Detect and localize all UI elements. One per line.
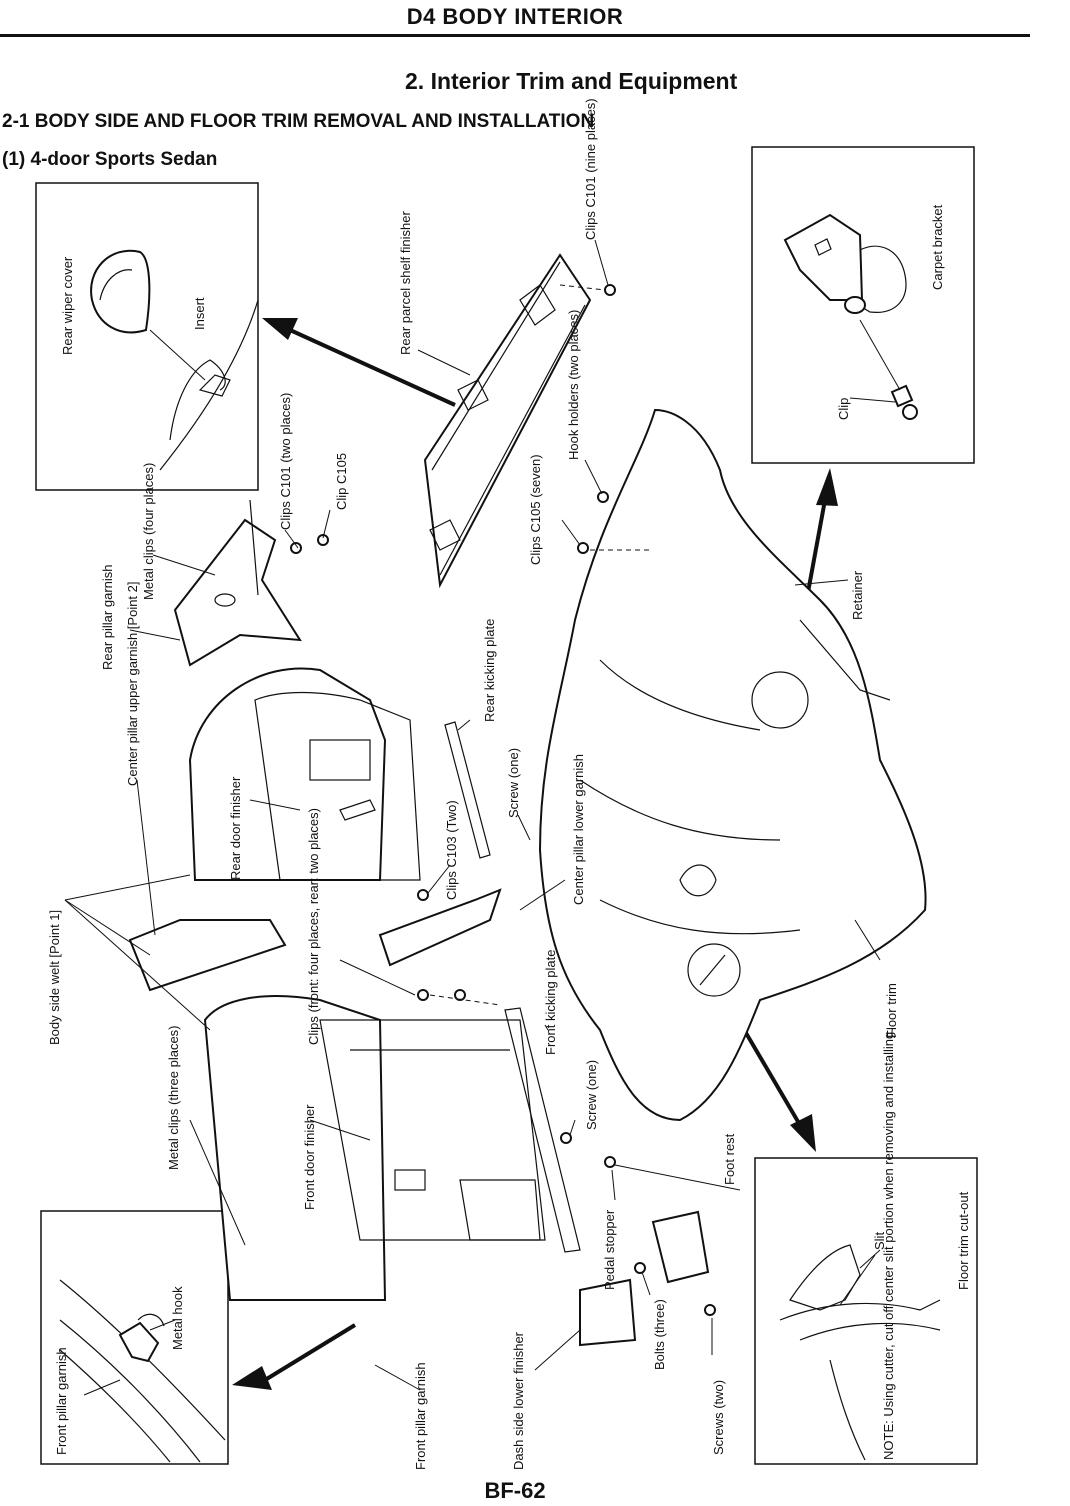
center-pillar-drawing [128,721,581,1253]
label-slit: Slit [872,1232,887,1250]
label-screw-one-upper: Screw (one) [506,748,521,818]
label-clips-c103-two: Clips C103 (Two) [444,800,459,900]
leader-lines [64,239,881,1396]
label-metal-hook: Metal hook [170,1286,185,1350]
floor-trim-drawing [538,408,927,1122]
label-screws-two: Screws (two) [711,1380,726,1455]
label-carpet-bracket: Carpet bracket [930,204,945,290]
label-rear-pillar-garnish: Rear pillar garnish [100,565,115,671]
rear-parcel-shelf-finisher-drawing [423,253,616,589]
inset-rear-wiper-cover [35,182,259,491]
label-pedal-stopper: Pedal stopper [602,1209,617,1290]
front-door-drawing [203,995,546,1301]
label-metal-clips-four: Metal clips (four places) [141,463,156,600]
inset-floor-trim-cutout [754,1157,978,1465]
label-screw-one-lower: Screw (one) [584,1060,599,1130]
model-title: (1) 4-door Sports Sedan [2,149,218,170]
fastener-drawings [417,491,716,1347]
label-rear-parcel-shelf-finisher: Rear parcel shelf finisher [398,211,413,355]
label-metal-clips-three: Metal clips (three places) [166,1026,181,1171]
rear-door-drawing [188,667,421,881]
label-dash-side-lower-finisher: Dash side lower finisher [511,1331,526,1470]
label-floor-trim-cutout: Floor trim cut-out [956,1191,971,1290]
label-center-pillar-upper-garnish: Center pillar upper garnish [Point 2] [125,581,140,786]
label-front-pillar-garnish-detail: Front pillar garnish [54,1347,69,1455]
cutout-detail-drawing [779,1244,941,1461]
label-body-side-welt: Body side welt [Point 1] [47,910,62,1045]
header-rule [0,34,1030,37]
label-note: NOTE: Using cutter, cut off center slit … [881,1028,896,1460]
label-clips-c101-nine: Clips C101 (nine places) [583,98,598,240]
label-clips-front-rear: Clips (front: four places, rear: two pla… [306,808,321,1045]
rear-pillar-garnish-drawing [173,499,329,667]
label-foot-rest: Foot rest [722,1133,737,1185]
label-front-pillar-garnish: Front pillar garnish [413,1362,428,1470]
label-rear-kicking-plate: Rear kicking plate [482,619,497,722]
rear-wiper-cover-drawing [90,249,259,471]
label-front-kicking-plate: Front kicking plate [543,950,558,1056]
label-clips-c105-seven: Clips C105 (seven) [528,454,543,565]
label-clips-c101-two: Clips C101 (two places) [278,393,293,530]
label-retainer: Retainer [850,570,865,620]
page-number: BF-62 [484,1478,546,1503]
section-title: 2. Interior Trim and Equipment [405,68,738,94]
label-floor-trim: Floor trim [884,983,899,1038]
label-rear-door-finisher: Rear door finisher [228,776,243,880]
label-center-pillar-lower-garnish: Center pillar lower garnish [571,754,586,905]
carpet-bracket-drawing [783,213,918,420]
page-header: D4 BODY INTERIOR [0,0,1070,38]
inset-carpet-bracket [751,146,975,464]
inset-front-pillar-garnish [40,1210,229,1465]
label-bolts-three: Bolts (three) [652,1299,667,1370]
label-clip-c105: Clip C105 [334,453,349,510]
label-front-door-finisher: Front door finisher [302,1104,317,1210]
front-pillar-detail-drawing [59,1279,226,1463]
label-hook-holders: Hook holders (two places) [566,310,581,460]
label-rear-wiper-cover: Rear wiper cover [60,256,75,355]
label-insert: Insert [192,297,207,330]
header-title: D4 BODY INTERIOR [406,4,624,29]
subsection-title: 2-1 BODY SIDE AND FLOOR TRIM REMOVAL AND… [2,111,595,132]
label-clip: Clip [836,398,851,420]
